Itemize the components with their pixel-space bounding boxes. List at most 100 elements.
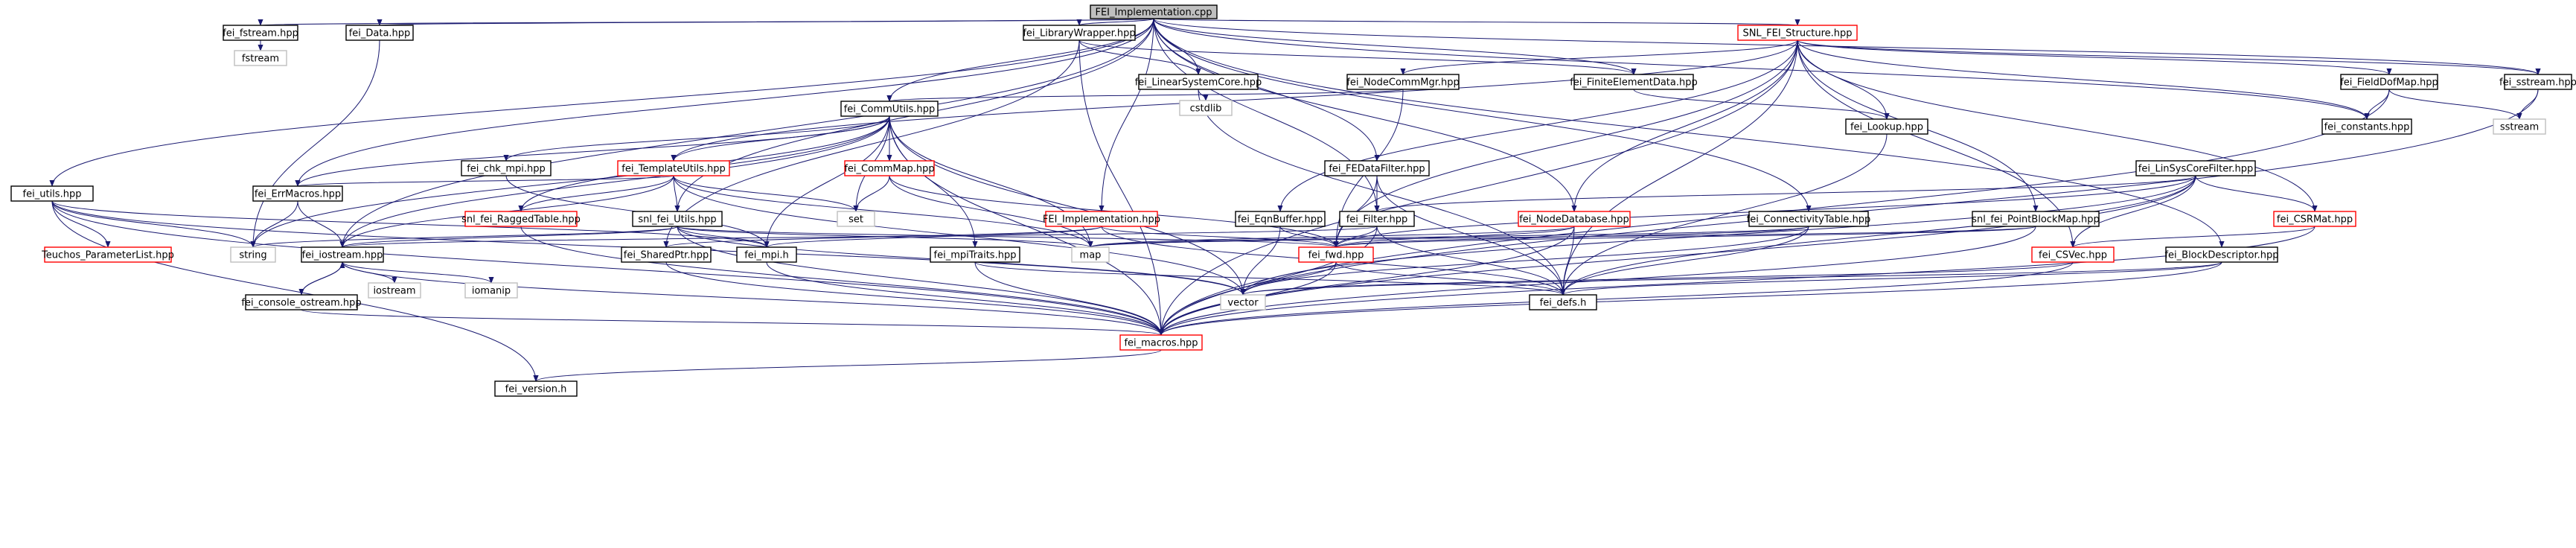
edge-layer (49, 18, 2541, 382)
edge-fei-filter-to-fei-iostream (340, 226, 1378, 248)
edge-fei-librarywrapper-to-fei-sharedptr (663, 39, 1080, 248)
edge-fei-librarywrapper-to-fei-finiteelementdata (1078, 39, 1637, 75)
node-fei-commmap[interactable]: fei_CommMap.hpp (844, 160, 935, 176)
node-iostream[interactable]: iostream (368, 282, 421, 299)
node-snl-fei-pointblockmap[interactable]: snl_fei_PointBlockMap.hpp (1972, 211, 2100, 227)
node-fei-finiteelementdata[interactable]: fei_FiniteElementData.hpp (1570, 74, 1698, 90)
node-fei-nodedatabase[interactable]: fei_NodeDatabase.hpp (1518, 211, 1631, 227)
node-fei-fielddofmap[interactable]: fei_FieldDofMap.hpp (2340, 74, 2438, 90)
edge-fei-fwd-to-fei-defs (1335, 261, 1566, 296)
node-label: fei_defs.h (1540, 298, 1587, 309)
edge-snl-fei-pointblockmap-to-map (1088, 226, 2036, 248)
node-fei-chk-mpi[interactable]: fei_chk_mpi.hpp (461, 160, 552, 176)
node-fei-lookup[interactable]: fei_Lookup.hpp (1845, 118, 1928, 135)
node-label: iostream (373, 286, 415, 297)
edge-root-to-fei-implementation-hpp (1099, 18, 1154, 212)
node-box (2321, 118, 2412, 135)
node-label: set (848, 214, 863, 226)
node-box (2165, 246, 2278, 263)
node-fei-connectivitytable[interactable]: fei_ConnectivityTable.hpp (1747, 211, 1871, 227)
node-fei-mpi[interactable]: fei_mpi.h (736, 246, 797, 263)
node-label: fei_sstream.hpp (2499, 77, 2576, 89)
node-label: FEI_Implementation.hpp (1043, 214, 1160, 226)
node-teuchos-parameterlist[interactable]: Teuchos_ParameterList.hpp (41, 246, 174, 263)
node-box (2031, 246, 2115, 263)
node-fei-implementation-hpp[interactable]: FEI_Implementation.hpp (1043, 211, 1160, 227)
edge-fei-fielddofmap-to-sstream (2388, 89, 2522, 120)
node-box (1339, 211, 1415, 227)
node-label: fei_TemplateUtils.hpp (621, 164, 726, 175)
node-label: snl_fei_Utils.hpp (638, 214, 716, 226)
node-fei-version[interactable]: fei_version.h (494, 380, 578, 397)
node-box (1071, 246, 1110, 263)
node-map[interactable]: map (1071, 246, 1110, 263)
node-fei-eqnbuffer[interactable]: fei_EqnBuffer.hpp (1235, 211, 1326, 227)
edge-fei-data-to-string (250, 39, 380, 248)
node-fei-sharedptr[interactable]: fei_SharedPtr.hpp (621, 246, 712, 263)
node-box (2493, 118, 2546, 135)
edge-fei-filter-to-fei-macros (1158, 226, 1378, 336)
node-label: FEI_Implementation.cpp (1095, 7, 1212, 19)
edge-fei-connectivitytable-to-map (1087, 226, 1809, 248)
edge-fei-macros-to-fei-version (533, 349, 1162, 382)
node-label: fei_mpiTraits.hpp (934, 250, 1017, 261)
node-fei-sstream[interactable]: fei_sstream.hpp (2499, 74, 2576, 90)
node-label: Teuchos_ParameterList.hpp (41, 250, 174, 261)
node-box (837, 211, 875, 227)
edge-fei-commutils-to-fei-chk-mpi (503, 115, 890, 162)
node-snl-fei-raggedtable[interactable]: snl_fei_RaggedTable.hpp (461, 211, 581, 227)
node-label: fei_ErrMacros.hpp (255, 189, 341, 200)
node-fei-fwd[interactable]: fei_fwd.hpp (1298, 246, 1374, 263)
node-box (2504, 74, 2572, 90)
node-fei-utils[interactable]: fei_utils.hpp (10, 185, 94, 202)
node-fei-fedatafilter[interactable]: fei_FEDataFilter.hpp (1324, 160, 1430, 176)
node-fei-iostream[interactable]: fei_iostream.hpp (301, 246, 384, 263)
edge-fei-commmap-to-set (853, 175, 890, 212)
node-snl-fei-structure[interactable]: SNL_FEI_Structure.hpp (1737, 25, 1858, 41)
node-iomanip[interactable]: iomanip (464, 282, 518, 299)
edge-fei-mpitraits-to-fei-defs (974, 261, 1566, 296)
node-fei-macros[interactable]: fei_macros.hpp (1119, 334, 1203, 351)
edge-snl-fei-structure-to-fei-nodecommmgr (1400, 39, 1798, 75)
node-fei-linsyscorefilter[interactable]: fei_LinSysCoreFilter.hpp (2135, 160, 2256, 176)
node-box (1235, 211, 1326, 227)
node-fei-mpitraits[interactable]: fei_mpiTraits.hpp (930, 246, 1020, 263)
node-fei-data[interactable]: fei_Data.hpp (345, 25, 414, 41)
node-fei-filter[interactable]: fei_Filter.hpp (1339, 211, 1415, 227)
node-fstream[interactable]: fstream (234, 50, 287, 66)
node-fei-constants[interactable]: fei_constants.hpp (2321, 118, 2412, 135)
node-fei-commutils[interactable]: fei_CommUtils.hpp (840, 101, 939, 117)
node-fei-blockdescriptor[interactable]: fei_BlockDescriptor.hpp (2164, 246, 2279, 263)
node-snl-fei-utils[interactable]: snl_fei_Utils.hpp (632, 211, 723, 227)
edge-fei-sstream-to-sstream (2516, 89, 2539, 120)
node-string[interactable]: string (230, 246, 276, 263)
node-fei-librarywrapper[interactable]: fei_LibraryWrapper.hpp (1023, 25, 1136, 41)
node-fei-errmacros[interactable]: fei_ErrMacros.hpp (252, 185, 343, 202)
node-label: fstream (242, 54, 279, 65)
node-set[interactable]: set (837, 211, 875, 227)
edge-fei-nodedatabase-to-map (1087, 226, 1575, 248)
node-fei-fstream[interactable]: fei_fstream.hpp (223, 25, 298, 41)
edge-snl-fei-structure-to-fei-sstream (1797, 39, 2541, 75)
node-fei-nodecommmgr[interactable]: fei_NodeCommMgr.hpp (1346, 74, 1460, 90)
node-sstream[interactable]: sstream (2493, 118, 2546, 135)
node-box (1737, 25, 1858, 41)
node-label: fei_SharedPtr.hpp (624, 250, 709, 261)
node-vector[interactable]: vector (1220, 294, 1266, 310)
node-cstdlib[interactable]: cstdlib (1179, 100, 1233, 116)
edge-fei-templateutils-to-set (673, 175, 859, 212)
edge-fei-filter-to-fei-defs (1376, 226, 1566, 296)
node-fei-linearsystemcore[interactable]: fei_LinearSystemCore.hpp (1135, 74, 1262, 90)
node-fei-csvec[interactable]: fei_CSVec.hpp (2031, 246, 2115, 263)
node-box (617, 160, 730, 176)
node-fei-csrmat[interactable]: fei_CSRMat.hpp (2273, 211, 2356, 227)
node-box (840, 101, 939, 117)
node-root[interactable]: FEI_Implementation.cpp (1090, 4, 1218, 19)
edge-fei-linsyscorefilter-to-fei-defs (1560, 175, 2196, 296)
node-fei-console-ostream[interactable]: fei_console_ostream.hpp (241, 294, 362, 310)
node-fei-defs[interactable]: fei_defs.h (1529, 294, 1597, 310)
node-fei-templateutils[interactable]: fei_TemplateUtils.hpp (617, 160, 730, 176)
edge-fei-linearsystemcore-to-fei-defs (1198, 89, 1566, 296)
node-box (464, 211, 578, 227)
edge-fei-linsyscorefilter-to-fei-csrmat (2195, 175, 2318, 212)
